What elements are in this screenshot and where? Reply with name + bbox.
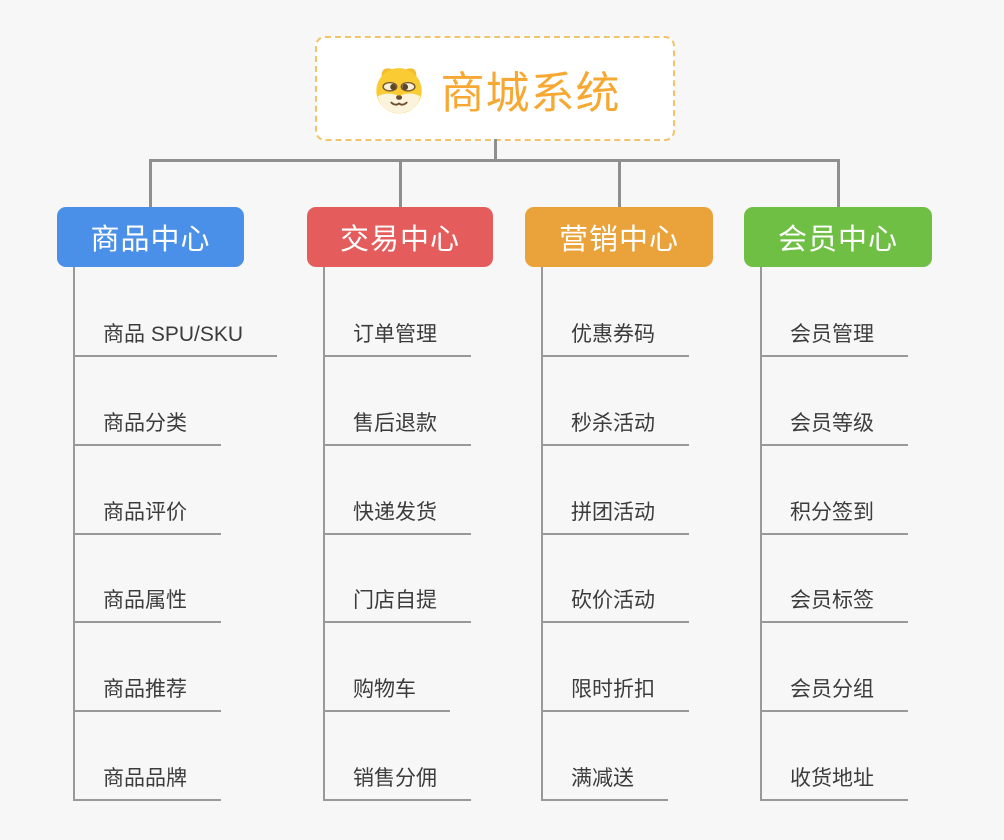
branch-node-2[interactable]: 交易中心	[307, 207, 493, 267]
branch-node-1[interactable]: 商品中心	[57, 207, 244, 267]
leaf-node[interactable]: 商品 SPU/SKU	[73, 315, 278, 357]
leaf-node[interactable]: 优惠券码	[541, 315, 689, 357]
leaf-node[interactable]: 会员等级	[760, 404, 908, 446]
leaf-node[interactable]: 售后退款	[323, 404, 471, 446]
leaf-node[interactable]: 门店自提	[323, 581, 471, 623]
connector-branch-stub	[836, 159, 840, 207]
leaf-node[interactable]: 会员管理	[760, 315, 908, 357]
connector-branch-stub	[149, 159, 152, 207]
leaf-node[interactable]: 快递发货	[323, 493, 471, 535]
leaf-node[interactable]: 商品评价	[73, 493, 221, 535]
connector-root-stub	[493, 139, 497, 162]
leaf-node[interactable]: 秒杀活动	[541, 404, 689, 446]
connector-branch-stub	[617, 159, 621, 207]
leaf-node[interactable]: 会员标签	[760, 581, 908, 623]
leaf-node[interactable]: 商品品牌	[73, 759, 221, 801]
root-title: 商城系统	[440, 68, 621, 118]
leaf-node[interactable]: 满减送	[541, 759, 668, 801]
leaf-node[interactable]: 商品推荐	[73, 670, 221, 712]
leaf-node[interactable]: 限时折扣	[541, 670, 689, 712]
leaf-node[interactable]: 购物车	[323, 670, 450, 712]
root-node[interactable]: 商城系统	[315, 36, 675, 141]
leaf-node[interactable]: 商品分类	[73, 404, 221, 446]
branch-node-3[interactable]: 营销中心	[525, 207, 713, 267]
leaf-node[interactable]: 砍价活动	[541, 581, 689, 623]
leaf-node[interactable]: 销售分佣	[323, 759, 471, 801]
connector-bus	[150, 159, 838, 162]
leaf-node[interactable]: 商品属性	[73, 581, 221, 623]
doge-face-icon	[375, 67, 422, 113]
leaf-node[interactable]: 订单管理	[323, 315, 471, 357]
connector-branch-stub	[398, 159, 402, 207]
branch-node-4[interactable]: 会员中心	[744, 207, 932, 267]
leaf-node[interactable]: 收货地址	[760, 759, 908, 801]
leaf-node[interactable]: 积分签到	[760, 493, 908, 535]
leaf-node[interactable]: 会员分组	[760, 670, 908, 712]
leaf-node[interactable]: 拼团活动	[541, 493, 689, 535]
